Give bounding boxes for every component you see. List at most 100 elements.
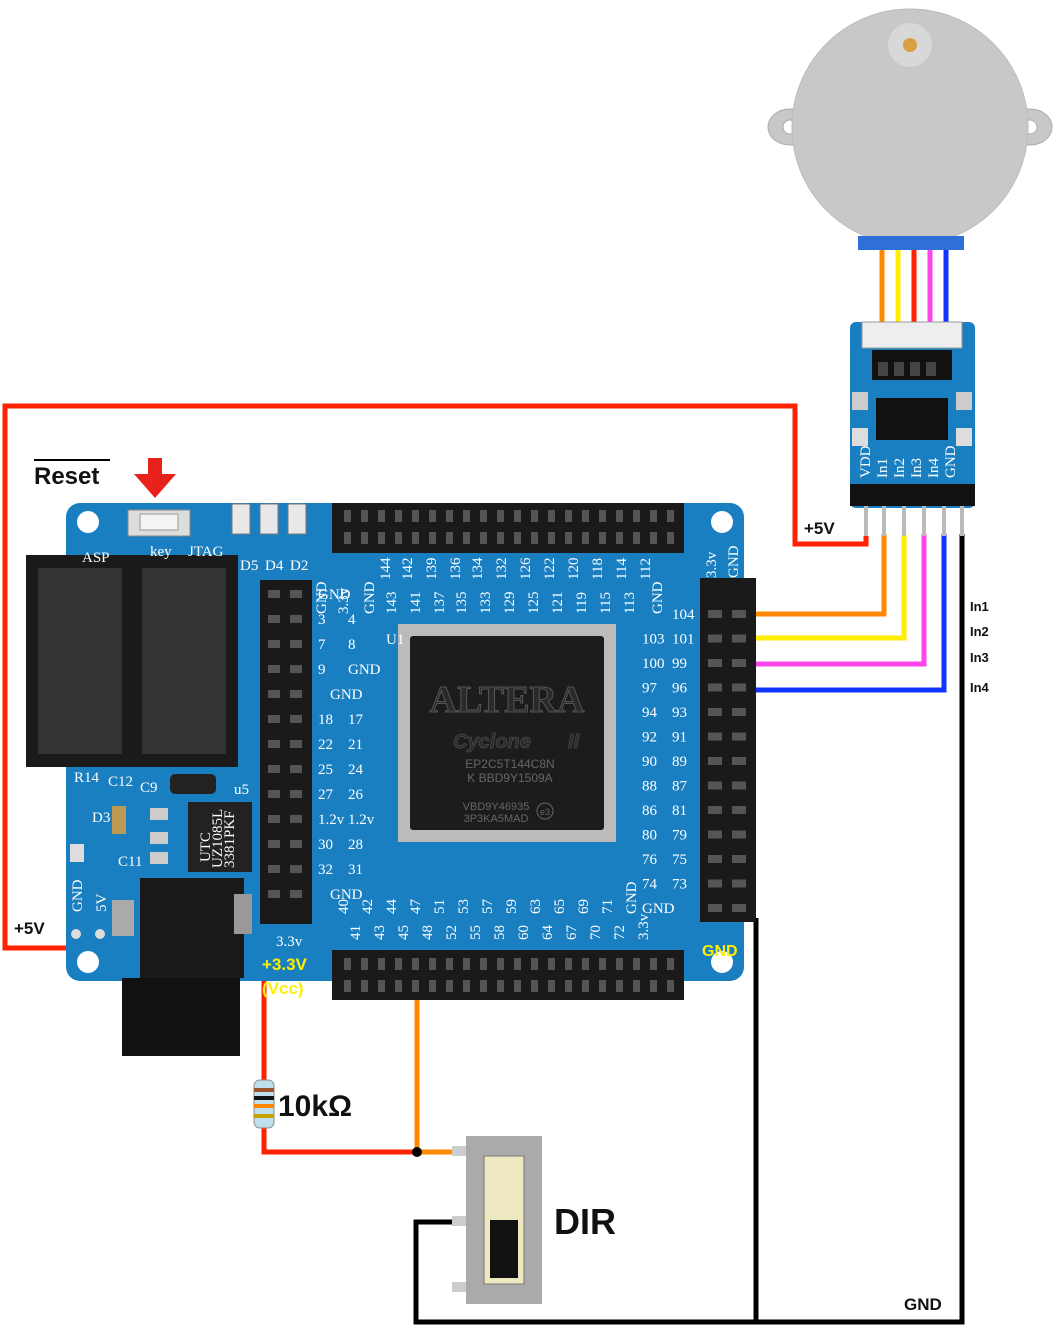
bottom-header-label: 44: [384, 899, 400, 915]
header-pin: [268, 765, 280, 773]
top-header-label: 126: [518, 557, 534, 580]
header-pin: [290, 740, 302, 748]
right-header-label: 81: [672, 803, 687, 819]
top-header-label: 114: [614, 558, 630, 580]
header-pin: [633, 980, 640, 992]
header-pin: [463, 980, 470, 992]
header-pin: [732, 757, 746, 765]
header-pin: [395, 980, 402, 992]
voltage-regulator: UTC UZ1085L 3381PKF: [150, 802, 252, 872]
left-header-label: 9: [318, 662, 326, 678]
left-header-label: 32: [318, 862, 333, 878]
right-header-label: 93: [672, 705, 687, 721]
header-pin: [268, 890, 280, 898]
wire-in1: [752, 534, 887, 617]
bottom-header-label: 48: [420, 925, 436, 940]
part-label: D3: [92, 810, 110, 826]
header-pin: [708, 904, 722, 912]
motor-connector: [858, 236, 964, 250]
left-header-label: 17: [348, 712, 364, 728]
fpga-chip: ALTERA Cyclone II EP2C5T144C8N K BBD9Y15…: [398, 624, 616, 842]
top-header-label: 119: [574, 592, 590, 614]
top-header-label: 143: [384, 592, 400, 615]
resistor-label: 10kΩ: [278, 1090, 352, 1123]
part-label: C12: [108, 774, 133, 790]
part-label: C9: [140, 780, 158, 796]
header-pin: [361, 958, 368, 970]
leds: D5 D4 D2: [231, 503, 308, 574]
header-pin: [531, 510, 538, 522]
header-pin: [548, 510, 555, 522]
gnd-bottom-label: GND: [904, 1295, 942, 1314]
header-pin: [531, 532, 538, 544]
wire-vcc-after-res: [261, 1128, 417, 1155]
header-pin: [429, 532, 436, 544]
header-pin: [650, 510, 657, 522]
right-header-label: 92: [642, 730, 657, 746]
bottom-header-label: 42: [360, 899, 376, 914]
left-header-pins: [268, 590, 302, 898]
top-header-label: 144: [378, 557, 394, 580]
vcc-label: +3.3V: [262, 955, 308, 974]
header-pin: [480, 958, 487, 970]
right-header-label: 73: [672, 877, 687, 893]
bottom-header-label: 45: [396, 925, 412, 940]
right-header-label: 96: [672, 681, 688, 697]
header-pin: [565, 532, 572, 544]
header-pin: [268, 740, 280, 748]
bottom-header-label: 67: [564, 925, 580, 941]
header-pin: [395, 532, 402, 544]
dir-switch[interactable]: [452, 1136, 542, 1304]
top-header-label: 134: [470, 557, 486, 580]
regulator-text: 3381PKF: [222, 810, 238, 868]
right-header-label: 104: [672, 607, 695, 623]
in2-label: In2: [970, 624, 989, 639]
dc-jack: [112, 878, 252, 1056]
header-pin: [514, 510, 521, 522]
header-pin: [268, 590, 280, 598]
top-header-label: GND: [650, 581, 666, 614]
right-header-label: 75: [672, 852, 687, 868]
header-pin: [290, 865, 302, 873]
header-pin: [650, 980, 657, 992]
header-pin: [268, 790, 280, 798]
left-header-label: 24: [348, 762, 364, 778]
bottom-header-label: 59: [504, 899, 520, 914]
power-pin-label: GND: [70, 879, 86, 912]
switch-knob[interactable]: [490, 1220, 518, 1278]
driver-pin-label: VDD: [858, 445, 874, 478]
left-header-label: 4: [348, 612, 356, 628]
right-header-label: GND: [642, 901, 675, 917]
header-pin: [732, 634, 746, 643]
bottom-header-label: 47: [408, 899, 424, 915]
top-header-label: 137: [432, 591, 448, 614]
top-header-label: 112: [638, 558, 654, 580]
header-pin: [290, 640, 302, 648]
header-pin: [708, 708, 722, 716]
top-header-label: GND: [314, 581, 330, 614]
left-header-bottom-label: 3.3v: [276, 934, 303, 950]
driver-pins: [864, 506, 964, 536]
header-pin: [548, 958, 555, 970]
bottom-header-label: 57: [480, 899, 496, 915]
left-header-label: 31: [348, 862, 363, 878]
chip-code: VBD9Y46935: [463, 801, 530, 813]
header-pin: [732, 732, 746, 741]
stepper-motor: [767, 8, 1053, 250]
top-header-label: 121: [550, 592, 566, 615]
chip-family-suffix: II: [568, 731, 580, 753]
header-pin: [429, 980, 436, 992]
header-pin: [732, 806, 746, 814]
right-header-top-label: GND: [726, 545, 742, 578]
header-pin: [514, 980, 521, 992]
header-pin: [268, 640, 280, 648]
left-header-label: GND: [330, 887, 363, 903]
header-pin: [378, 532, 385, 544]
driver-pin-label: In2: [892, 458, 908, 478]
top-header-label: 142: [400, 558, 416, 581]
top-header-label: 125: [526, 592, 542, 615]
part-label: C11: [118, 854, 142, 870]
header-pin: [290, 590, 302, 598]
left-header-label: 30: [318, 837, 333, 853]
